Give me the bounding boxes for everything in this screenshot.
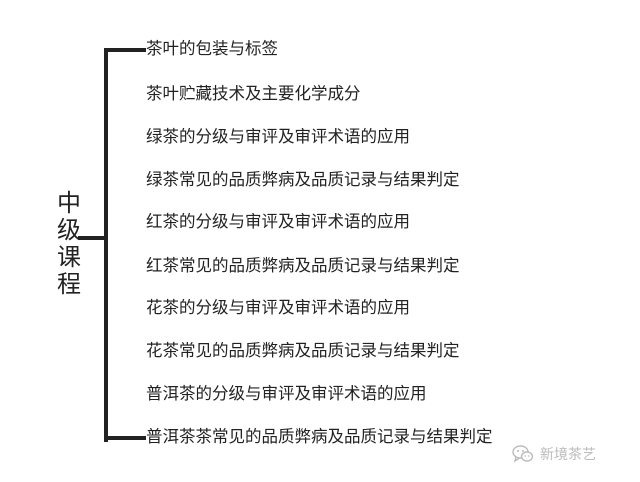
branch-item: 普洱茶的分级与审评及审评术语的应用 (146, 384, 427, 403)
root-node-label: 中 级 课 程 (52, 190, 86, 298)
branch-item: 花茶常见的品质弊病及品质记录与结果判定 (146, 341, 460, 360)
root-char: 中 (57, 189, 81, 217)
bracket-bottom-tick (104, 436, 146, 440)
branch-item: 绿茶的分级与审评及审评术语的应用 (146, 127, 410, 146)
watermark: 新境茶艺 (512, 444, 596, 464)
branch-item: 花茶的分级与审评及审评术语的应用 (146, 298, 410, 317)
branch-item: 茶叶的包装与标签 (146, 39, 278, 58)
connector-stub (78, 236, 106, 240)
root-char: 级 (57, 216, 81, 244)
branch-item: 普洱茶茶常见的品质弊病及品质记录与结果判定 (146, 427, 493, 446)
branch-item: 红茶常见的品质弊病及品质记录与结果判定 (146, 256, 460, 275)
wechat-icon (512, 445, 534, 463)
branch-item: 茶叶贮藏技术及主要化学成分 (146, 84, 361, 103)
bracket-top-tick (104, 48, 146, 52)
watermark-text: 新境茶艺 (540, 447, 596, 463)
bracket-line (104, 50, 108, 442)
branch-item: 绿茶常见的品质弊病及品质记录与结果判定 (146, 170, 460, 189)
branch-item: 红茶的分级与审评及审评术语的应用 (146, 212, 410, 231)
root-char: 课 (57, 243, 81, 271)
root-char: 程 (57, 270, 81, 298)
